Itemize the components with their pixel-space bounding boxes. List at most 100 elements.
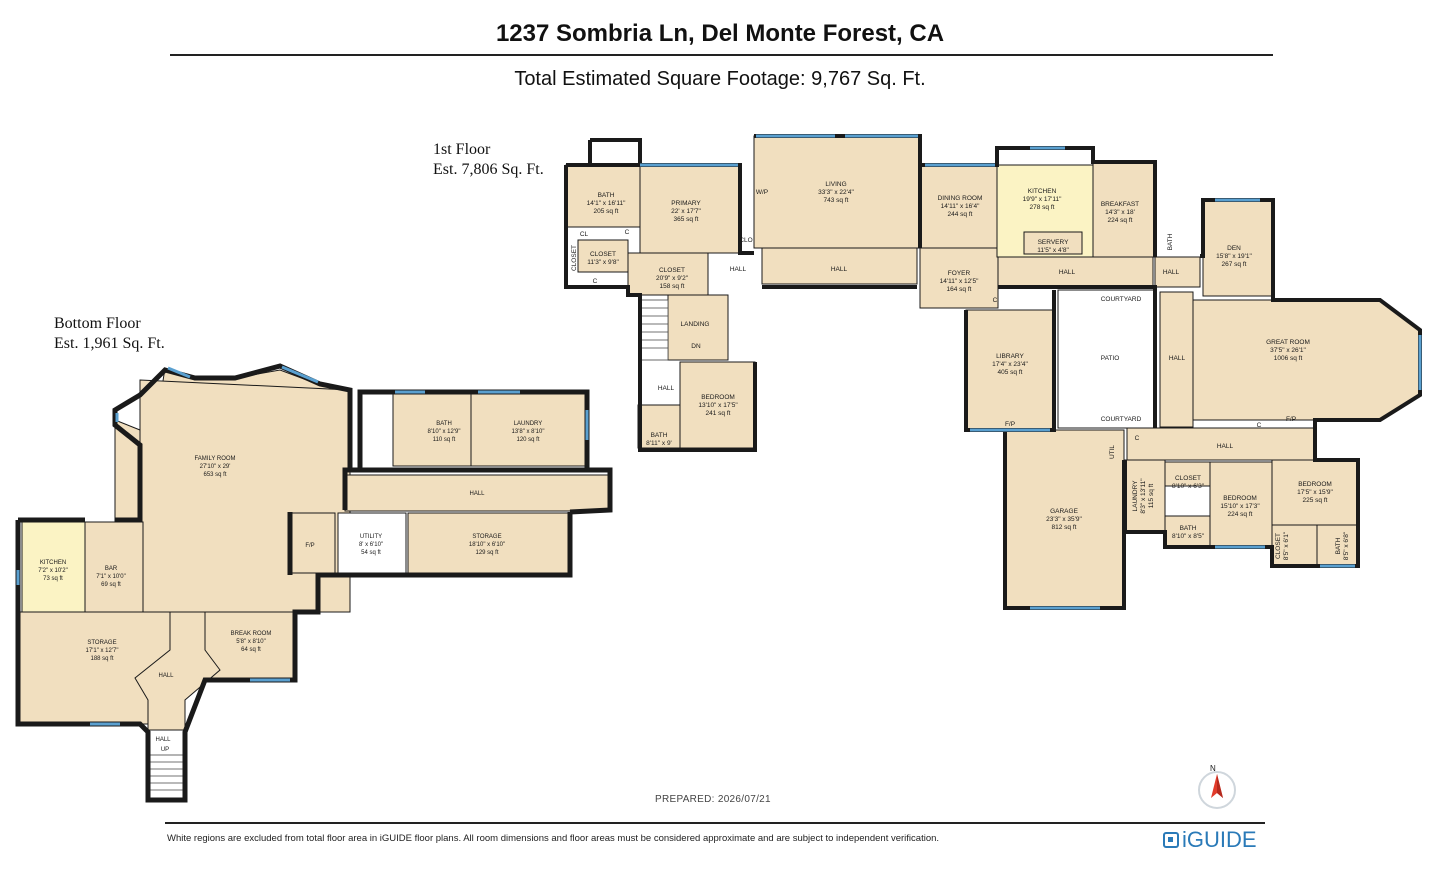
dim-laundry-1: 8'3" x 13'11" (1140, 478, 1147, 514)
area-primary: 365 sq ft (674, 216, 699, 223)
room-bath-b (392, 391, 472, 467)
stairs-first-floor (640, 299, 669, 361)
room-foyer (919, 247, 999, 309)
area-bedroom-b: 224 sq ft (1228, 511, 1253, 518)
dim-primary: 22' x 17'7" (671, 208, 701, 215)
label-cl: CL (580, 231, 589, 238)
room-closet-large (627, 252, 709, 296)
label-hall-primary: HALL (730, 266, 747, 273)
dim-garage: 23'3" x 35'9" (1046, 516, 1082, 523)
area-garage: 812 sq ft (1052, 524, 1077, 531)
label-laundry-1: LAUNDRY (1132, 480, 1139, 512)
room-closet-d (1271, 524, 1318, 567)
room-laundry-b (470, 391, 588, 467)
label-dn: DN (691, 343, 701, 350)
room-bath-small (637, 404, 681, 449)
label-great-room: GREAT ROOM (1266, 339, 1310, 346)
label-hall-bedrooms: HALL (1217, 443, 1234, 450)
disclaimer: White regions are excluded from total fl… (167, 833, 940, 844)
label-courtyard-bottom: COURTYARD (1101, 416, 1142, 423)
label-hall-den: HALL (1163, 269, 1180, 276)
room-bath-c (1164, 515, 1211, 549)
label-garage: GARAGE (1050, 508, 1078, 515)
area-storage-b: 129 sq ft (475, 550, 498, 556)
label-c-hall: C (1135, 435, 1140, 442)
dim-breakfast: 14'3" x 18' (1105, 209, 1135, 216)
area-bath-primary: 205 sq ft (594, 208, 619, 215)
label-kitchen: KITCHEN (1028, 188, 1057, 195)
prepared-date: PREPARED: 2026/07/21 (655, 794, 771, 805)
room-kitchen-b (21, 521, 86, 613)
room-primary (639, 164, 741, 254)
dim-bar: 7'1" x 10'0" (96, 574, 126, 580)
area-family-room: 653 sq ft (203, 472, 226, 478)
label-closet-c: CLOSET (1175, 475, 1201, 482)
dim-great-room: 37'5" x 26'1" (1270, 347, 1306, 354)
room-hall-right (1154, 256, 1201, 288)
label-family-room: FAMILY ROOM (194, 456, 235, 462)
label-den: DEN (1227, 245, 1241, 252)
dim-bath-b: 8'10" x 12'9" (428, 429, 461, 435)
room-break-room (204, 611, 296, 681)
label-c-closet: C (593, 278, 598, 285)
label-hall-great: HALL (1169, 355, 1186, 362)
label-closet-small: CLOSET (590, 251, 616, 258)
label-bedroom-b: BEDROOM (1223, 495, 1257, 502)
room-hall-great (1159, 291, 1194, 428)
dim-servery: 11'5" x 4'8" (1037, 247, 1069, 254)
label-c-primary: C (625, 229, 630, 236)
area-bath-b: 110 sq ft (433, 437, 456, 443)
label-c-foyer: C (993, 297, 998, 304)
label-hall-living: HALL (831, 266, 848, 273)
room-bedroom-c (1271, 459, 1359, 526)
dim-bath-d: 8'5" x 6'8" (1343, 531, 1350, 560)
label-library: LIBRARY (996, 353, 1024, 360)
area-bedroom-c: 225 sq ft (1303, 497, 1328, 504)
room-garage (1004, 429, 1125, 609)
label-bath-vertical: BATH (1167, 233, 1174, 250)
label-hall-stairs: HALL (158, 673, 174, 679)
room-den (1202, 199, 1274, 297)
dim-bedroom-b: 15'10" x 17'3" (1220, 503, 1260, 510)
bottom-floor-name: Bottom Floor (54, 315, 141, 332)
property-address: 1237 Sombria Ln, Del Monte Forest, CA (495, 20, 945, 47)
label-servery: SERVERY (1038, 239, 1069, 246)
dim-kitchen-b: 7'2" x 10'2" (38, 568, 68, 574)
room-hall-kitchen (997, 256, 1154, 288)
bottom-floor-area: Est. 1,961 Sq. Ft. (54, 335, 165, 352)
area-breakfast: 224 sq ft (1108, 217, 1133, 224)
first-floor-name: 1st Floor (433, 141, 491, 158)
area-laundry-b: 120 sq ft (516, 437, 539, 443)
label-closet-d: CLOSET (1275, 533, 1282, 559)
svg-text:BATH: BATH (598, 192, 615, 199)
label-storage-b: STORAGE (472, 534, 501, 540)
dim-bedroom-a: 13'10" x 17'5" (698, 402, 738, 409)
area-storage-c: 188 sq ft (90, 656, 113, 662)
dim-bath-primary: 14'1" x 16'11" (587, 200, 626, 207)
area-bedroom-a: 241 sq ft (706, 410, 731, 417)
area-foyer: 164 sq ft (947, 286, 972, 293)
dim-bath-c: 8'10" x 8'5" (1172, 533, 1205, 540)
room-bath-primary (565, 164, 641, 228)
label-hall-b: HALL (469, 491, 485, 497)
label-bath-primary: BATH (598, 192, 615, 199)
area-laundry-1: 115 sq ft (1148, 484, 1155, 509)
area-living: 743 sq ft (824, 197, 849, 204)
label-closet-vertical: CLOSET (571, 245, 578, 271)
room-bedroom-b (1209, 461, 1273, 548)
area-kitchen-b: 73 sq ft (43, 576, 63, 582)
label-clo: CLO (739, 237, 752, 244)
iguide-logo: iGUIDE (1163, 827, 1257, 853)
label-primary: PRIMARY (671, 200, 701, 207)
room-hall-bottom (1126, 427, 1316, 461)
room-storage-b (407, 512, 569, 574)
area-bar: 69 sq ft (101, 582, 121, 588)
area-break-room: 64 sq ft (241, 647, 261, 653)
label-fp-library: F/P (1005, 421, 1015, 428)
stairs-bottom-floor (147, 754, 186, 801)
label-c-great: C (1257, 422, 1262, 429)
dim-bath-small: 8'11" x 9' (646, 440, 672, 447)
label-utility: UTILITY (360, 534, 382, 540)
label-closet-large: CLOSET (659, 267, 685, 274)
